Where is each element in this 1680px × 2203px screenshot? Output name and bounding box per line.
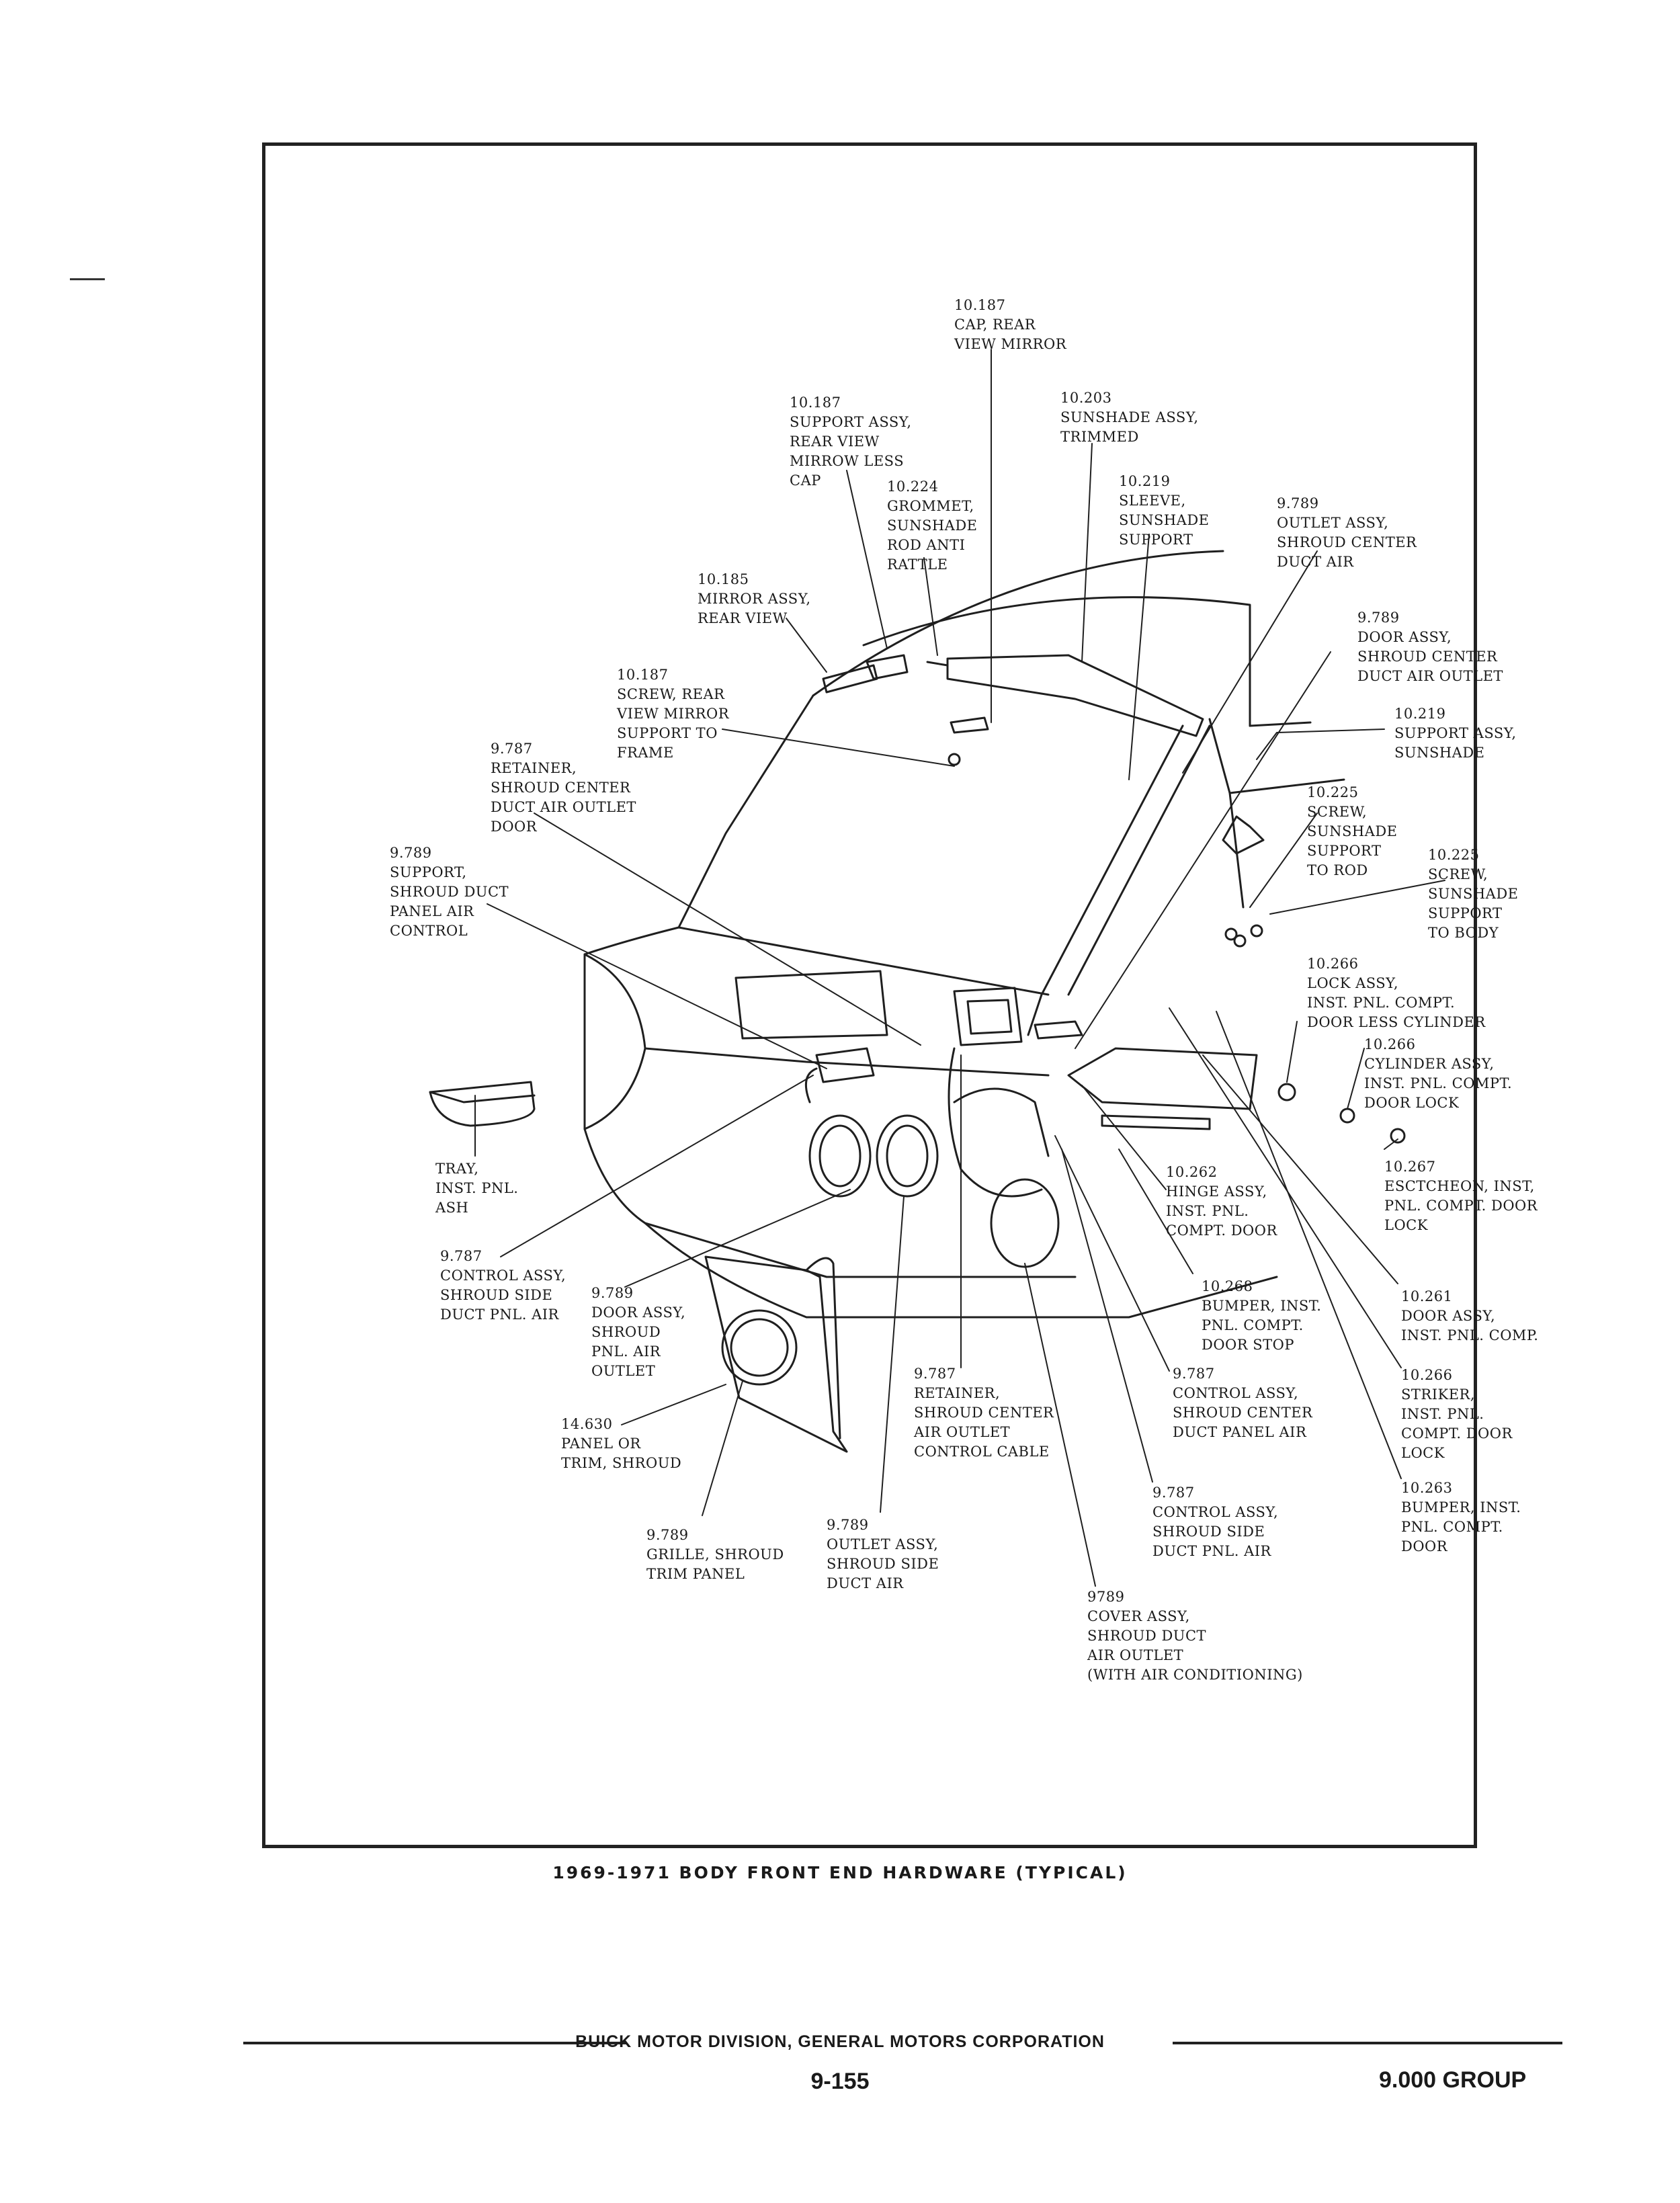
callout-10-266-striker: 10.266 STRIKER, INST. PNL. COMPT. DOOR L… [1401, 1367, 1513, 1461]
side-outlet-ring-right [876, 1114, 939, 1198]
callout-9-787-control-side: 9.787 CONTROL ASSY, SHROUD SIDE DUCT PNL… [440, 1248, 566, 1323]
callout-14-630: 14.630 PANEL OR TRIM, SHROUD [561, 1416, 682, 1471]
glove-box-door [1067, 1047, 1258, 1110]
callout-10-267: 10.267 ESCTCHEON, INST, PNL. COMPT. DOOR… [1384, 1159, 1538, 1233]
page-number: 9-155 [810, 2069, 870, 2094]
center-outlet-inner [966, 999, 1013, 1035]
shroud-trim-panel [704, 1255, 848, 1453]
callout-10-219-support: 10.219 SUPPORT ASSY, SUNSHADE [1394, 706, 1517, 761]
figure-frame [262, 142, 1477, 1848]
footer-rule-right [1173, 2042, 1562, 2044]
callout-10-262: 10.262 HINGE ASSY, INST. PNL. COMPT. DOO… [1166, 1164, 1277, 1239]
callout-9-789-outlet: 9.789 OUTLET ASSY, SHROUD CENTER DUCT AI… [1277, 495, 1417, 570]
a-pillar-inner [1067, 724, 1211, 996]
callout-9-789-outlet-side: 9.789 OUTLET ASSY, SHROUD SIDE DUCT AIR [827, 1517, 939, 1591]
callout-10-219-sleeve: 10.219 SLEEVE, SUNSHADE SUPPORT [1119, 473, 1210, 548]
center-outlet-bezel [953, 987, 1023, 1046]
callout-10-187-support: 10.187 SUPPORT ASSY, REAR VIEW MIRROW LE… [790, 394, 912, 489]
ash-tray [429, 1081, 536, 1127]
margin-mark [70, 278, 105, 280]
group-label: 9.000 GROUP [1379, 2067, 1527, 2093]
center-duct [953, 1087, 1050, 1157]
glove-box-lip [1101, 1114, 1211, 1130]
a-pillar [1027, 724, 1184, 1036]
footer-organization: BUICK MOTOR DIVISION, GENERAL MOTORS COR… [575, 2032, 1105, 2051]
windshield-outline [812, 550, 1224, 697]
footer-rule-left [243, 2042, 626, 2044]
sunshade-support [1222, 815, 1265, 855]
windshield-left-edge [677, 694, 814, 929]
side-control-assy [815, 1047, 875, 1083]
roof-rail [1249, 721, 1312, 727]
callout-9-787-retainer-cable: 9.787 RETAINER, SHROUD CENTER AIR OUTLET… [914, 1366, 1054, 1460]
callout-9-787-control-side-2: 9.787 CONTROL ASSY, SHROUD SIDE DUCT PNL… [1152, 1485, 1279, 1559]
lock-escutcheon [1390, 1128, 1406, 1144]
mirror-screw [948, 753, 961, 766]
ash-tray-top [429, 1091, 536, 1104]
duct-cover [990, 1178, 1060, 1268]
instrument-panel-lower [644, 1222, 1278, 1319]
instrument-panel-top [583, 926, 1050, 996]
shroud-panel-edge [805, 1257, 841, 1440]
mirror-cap [950, 716, 989, 734]
roof-rail-lower [1228, 778, 1345, 794]
side-outlet-ring-left [808, 1114, 872, 1198]
callout-tray: TRAY, INST. PNL. ASH [435, 1161, 519, 1216]
callout-9-789-support: 9.789 SUPPORT, SHROUD DUCT PANEL AIR CON… [390, 845, 509, 939]
lock-assy [1277, 1083, 1296, 1102]
sunshade [946, 654, 1204, 737]
cluster-recess [734, 970, 888, 1040]
callout-10-266-cylinder: 10.266 CYLINDER ASSY, INST. PNL. COMPT. … [1364, 1036, 1513, 1111]
dash-inner-line [644, 1047, 1050, 1077]
callout-10-261: 10.261 DOOR ASSY, INST. PNL. COMP. [1401, 1288, 1539, 1343]
callout-9-789-door-shroud: 9.789 DOOR ASSY, SHROUD PNL. AIR OUTLET [591, 1285, 686, 1379]
callout-10-225-body: 10.225 SCREW, SUNSHADE SUPPORT TO BODY [1428, 847, 1519, 941]
callout-10-187-cap: 10.187 CAP, REAR VIEW MIRROR [954, 297, 1066, 352]
callout-9789-cover: 9789 COVER ASSY, SHROUD DUCT AIR OUTLET … [1087, 1589, 1303, 1683]
lock-cylinder [1339, 1108, 1355, 1124]
shroud-grille [721, 1309, 798, 1386]
callout-10-225-rod: 10.225 SCREW, SUNSHADE SUPPORT TO ROD [1307, 784, 1398, 878]
callout-10-187-screw: 10.187 SCREW, REAR VIEW MIRROR SUPPORT T… [617, 667, 729, 761]
sunshade-rod [926, 661, 949, 667]
callout-10-185: 10.185 MIRROR ASSY, REAR VIEW [698, 571, 811, 626]
roof-header [862, 596, 1251, 727]
callout-10-203: 10.203 SUNSHADE ASSY, TRIMMED [1060, 390, 1199, 445]
mirror-support [866, 654, 909, 680]
callout-10-268: 10.268 BUMPER, INST. PNL. COMPT. DOOR ST… [1202, 1278, 1322, 1353]
figure-caption: 1969-1971 BODY FRONT END HARDWARE (TYPIC… [552, 1863, 1128, 1882]
center-outlet-door [1034, 1020, 1083, 1040]
callout-9-787-control-center: 9.787 CONTROL ASSY, SHROUD CENTER DUCT P… [1173, 1366, 1313, 1440]
callout-9-787-retainer: 9.787 RETAINER, SHROUD CENTER DUCT AIR O… [491, 741, 636, 835]
instrument-panel-face [583, 953, 1077, 1278]
callout-10-224: 10.224 GROMMET, SUNSHADE ROD ANTI RATTLE [887, 479, 978, 573]
callout-9-789-door: 9.789 DOOR ASSY, SHROUD CENTER DUCT AIR … [1357, 610, 1503, 684]
callout-10-263: 10.263 BUMPER, INST. PNL. COMPT. DOOR [1401, 1480, 1521, 1554]
callout-10-266-lock: 10.266 LOCK ASSY, INST. PNL. COMPT. DOOR… [1307, 956, 1486, 1030]
callout-9-789-grille: 9.789 GRILLE, SHROUD TRIM PANEL [646, 1527, 784, 1582]
dash-curve [583, 953, 646, 1130]
